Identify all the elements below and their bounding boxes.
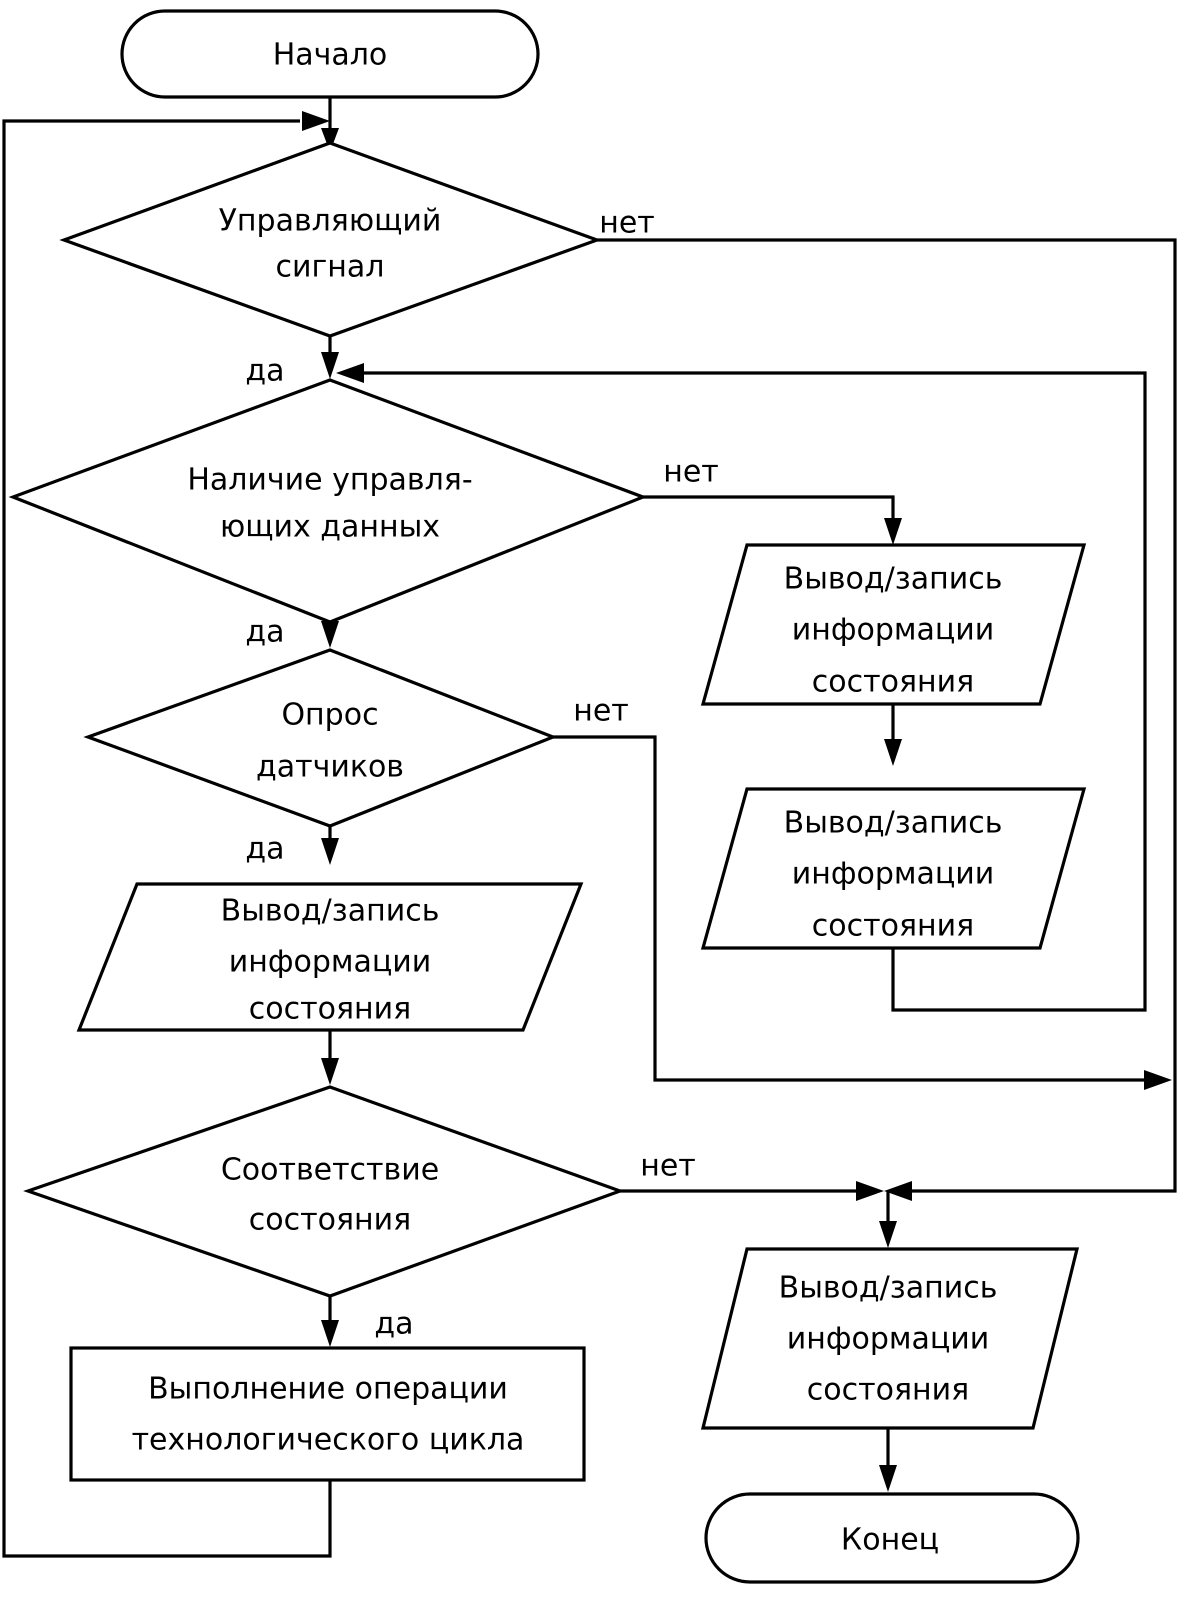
state-match-label-line1: Соответствие <box>221 1153 439 1188</box>
process-cycle-label-line2: технологического цикла <box>132 1423 525 1458</box>
node-output-end[interactable]: Вывод/запись информации состояния <box>700 1247 1080 1430</box>
edge-label-control-signal-no: нет <box>599 206 655 241</box>
node-end[interactable]: Конец <box>704 1492 1080 1584</box>
edge-control-data-yes <box>321 621 339 648</box>
edge-sensor-poll-no <box>553 735 1172 1090</box>
output-left-label-line1: Вывод/запись <box>221 894 440 929</box>
end-label: Конец <box>841 1523 939 1558</box>
output-right-top-io-shape <box>700 543 1087 706</box>
edge-control-data-no <box>643 495 902 545</box>
edge-label-control-data-yes: да <box>245 615 284 650</box>
end-terminator-shape <box>704 1492 1080 1584</box>
control-signal-label-line1: Управляющий <box>219 204 442 239</box>
output-end-io-shape <box>700 1247 1080 1430</box>
process-cycle-label-line1: Выполнение операции <box>148 1372 508 1407</box>
output-end-label-line1: Вывод/запись <box>779 1271 998 1306</box>
control-data-label-line1: Наличие управля- <box>187 463 472 498</box>
output-right-bottom-label-line3: состояния <box>812 909 974 944</box>
edge-label-control-data-no: нет <box>663 455 719 490</box>
output-right-top-label-line3: состояния <box>812 665 974 700</box>
edge-output-left-to-state-match <box>321 1030 339 1085</box>
output-right-bottom-label-line2: информации <box>792 857 995 892</box>
node-control-signal[interactable]: Управляющий сигнал <box>59 141 602 338</box>
edge-start-to-control-signal <box>321 97 339 152</box>
edge-control-signal-no <box>597 238 1177 1201</box>
node-process-cycle[interactable]: Выполнение операции технологического цик… <box>69 1346 586 1482</box>
node-output-left[interactable]: Вывод/запись информации состояния <box>76 882 584 1032</box>
edge-control-signal-yes <box>321 336 339 379</box>
state-match-decision-shape <box>23 1085 625 1298</box>
output-right-top-label-line2: информации <box>792 613 995 648</box>
output-right-bottom-io-shape <box>700 787 1087 950</box>
edge-label-state-match-no: нет <box>640 1149 696 1184</box>
output-left-io-shape <box>76 882 584 1032</box>
node-control-data[interactable]: Наличие управля- ющих данных <box>8 378 648 624</box>
edge-output-right-bottom-to-control-data <box>336 363 1147 1012</box>
state-match-label-line2: состояния <box>249 1203 411 1238</box>
node-sensor-poll[interactable]: Опрос датчиков <box>83 648 558 828</box>
edge-process-cycle-to-control-signal-loop <box>2 111 332 1558</box>
start-label: Начало <box>273 38 388 73</box>
node-state-match[interactable]: Соответствие состояния <box>23 1085 625 1298</box>
output-end-label-line2: информации <box>787 1322 990 1357</box>
node-start[interactable]: Начало <box>120 9 540 99</box>
edge-label-control-signal-yes: да <box>245 354 284 389</box>
edge-label-sensor-poll-no: нет <box>573 694 629 729</box>
edge-output-end-to-end <box>879 1428 897 1492</box>
control-data-label-line2: ющих данных <box>220 510 440 545</box>
edge-label-sensor-poll-yes: да <box>245 832 284 867</box>
edge-label-state-match-yes: да <box>374 1307 413 1342</box>
edge-output-right-top-to-bottom <box>884 704 902 766</box>
edge-junction-to-output-end <box>879 1191 897 1248</box>
output-left-label-line3: состояния <box>249 992 411 1027</box>
process-cycle-shape <box>69 1346 586 1482</box>
edge-state-match-yes <box>321 1296 339 1347</box>
control-signal-label-line2: сигнал <box>276 250 385 285</box>
edge-state-match-no <box>620 1181 884 1201</box>
sensor-poll-label-line2: датчиков <box>256 750 404 785</box>
node-output-right-bottom[interactable]: Вывод/запись информации состояния <box>700 787 1087 950</box>
output-end-label-line3: состояния <box>807 1373 969 1408</box>
output-right-top-label-line1: Вывод/запись <box>784 562 1003 597</box>
control-signal-decision-shape <box>59 141 602 338</box>
sensor-poll-label-line1: Опрос <box>281 698 378 733</box>
edge-sensor-poll-yes <box>321 826 339 865</box>
output-left-label-line2: информации <box>229 945 432 980</box>
start-terminator-shape <box>120 9 540 99</box>
control-data-decision-shape <box>8 378 648 624</box>
output-right-bottom-label-line1: Вывод/запись <box>784 806 1003 841</box>
sensor-poll-decision-shape <box>83 648 558 828</box>
node-output-right-top[interactable]: Вывод/запись информации состояния <box>700 543 1087 706</box>
